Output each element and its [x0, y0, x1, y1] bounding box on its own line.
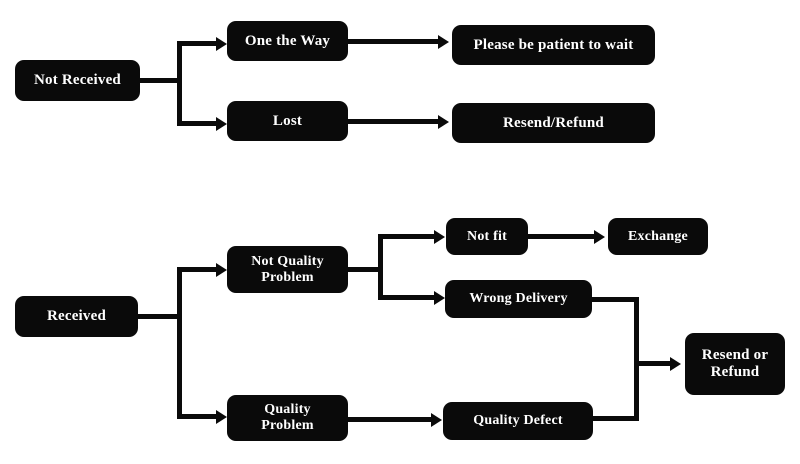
node-quality-defect[interactable]: Quality Defect — [443, 402, 593, 440]
edge-not-fit-to-exchange — [528, 234, 596, 239]
node-not-received[interactable]: Not Received — [15, 60, 140, 101]
node-label-line-2: Problem — [261, 418, 314, 433]
edge-not-received-to-one-the-way — [177, 41, 219, 46]
edge-received-to-quality-problem — [177, 414, 219, 419]
arrowhead-exchange — [594, 229, 605, 244]
node-label: Exchange — [628, 228, 688, 244]
node-label: One the Way — [244, 32, 331, 49]
edge-not-received-stem — [140, 78, 182, 83]
edge-received-stem — [138, 314, 182, 319]
arrowhead-not-quality-problem — [216, 262, 227, 277]
node-label: Received — [46, 308, 107, 325]
edge-received-split-vertical — [177, 267, 182, 419]
edge-not-quality-problem-to-not-fit — [378, 234, 436, 239]
edge-lost-to-resend-refund — [348, 119, 440, 124]
node-label: Wrong Delivery — [469, 291, 568, 307]
arrowhead-quality-defect — [431, 412, 442, 427]
node-resend-refund[interactable]: Resend/Refund — [452, 103, 655, 143]
arrowhead-resend-or-refund — [670, 356, 681, 371]
node-exchange[interactable]: Exchange — [608, 218, 708, 255]
arrowhead-quality-problem — [216, 409, 227, 424]
node-label-line-2: Problem — [261, 269, 314, 285]
node-one-the-way[interactable]: One the Way — [227, 21, 348, 61]
edge-quality-defect-merge — [593, 416, 639, 421]
node-quality-problem[interactable]: Quality Problem — [227, 395, 348, 441]
arrowhead-not-fit — [434, 229, 445, 244]
node-resend-or-refund[interactable]: Resend or Refund — [685, 333, 785, 395]
arrowhead-lost — [216, 116, 227, 131]
edge-one-the-way-to-please-wait — [348, 39, 440, 44]
edge-not-received-to-lost — [177, 121, 219, 126]
node-label-line-1: Not Quality — [251, 253, 324, 269]
edge-merge-vertical — [634, 297, 639, 421]
edge-received-to-not-quality-problem — [177, 267, 219, 272]
node-please-be-patient-to-wait[interactable]: Please be patient to wait — [452, 25, 655, 65]
node-label-line-1: Quality — [264, 402, 311, 418]
node-received[interactable]: Received — [15, 296, 138, 337]
node-label: Resend/Refund — [503, 114, 604, 131]
node-label: Lost — [272, 112, 303, 129]
arrowhead-resend-refund — [438, 114, 449, 129]
node-not-fit[interactable]: Not fit — [446, 218, 528, 255]
edge-not-quality-problem-stem — [348, 267, 383, 272]
edge-wrong-delivery-merge — [592, 297, 639, 302]
node-label: Not fit — [467, 228, 507, 244]
node-lost[interactable]: Lost — [227, 101, 348, 141]
arrowhead-wrong-delivery — [434, 290, 445, 305]
node-wrong-delivery[interactable]: Wrong Delivery — [445, 280, 592, 318]
node-not-quality-problem[interactable]: Not Quality Problem — [227, 246, 348, 293]
node-label: Not Received — [34, 72, 121, 89]
node-label-line-1: Resend or — [701, 347, 769, 364]
edge-quality-problem-to-quality-defect — [348, 417, 433, 422]
edge-not-quality-problem-split-vertical — [378, 234, 383, 300]
node-label: Quality Defect — [473, 413, 563, 429]
arrowhead-please-wait — [438, 34, 449, 49]
edge-merge-to-resend-or-refund — [634, 361, 672, 366]
arrowhead-one-the-way — [216, 36, 227, 51]
node-label-line-2: Refund — [710, 364, 760, 380]
edge-not-received-split-vertical — [177, 41, 182, 126]
edge-not-quality-problem-to-wrong-delivery — [378, 295, 436, 300]
node-label: Please be patient to wait — [473, 36, 634, 53]
